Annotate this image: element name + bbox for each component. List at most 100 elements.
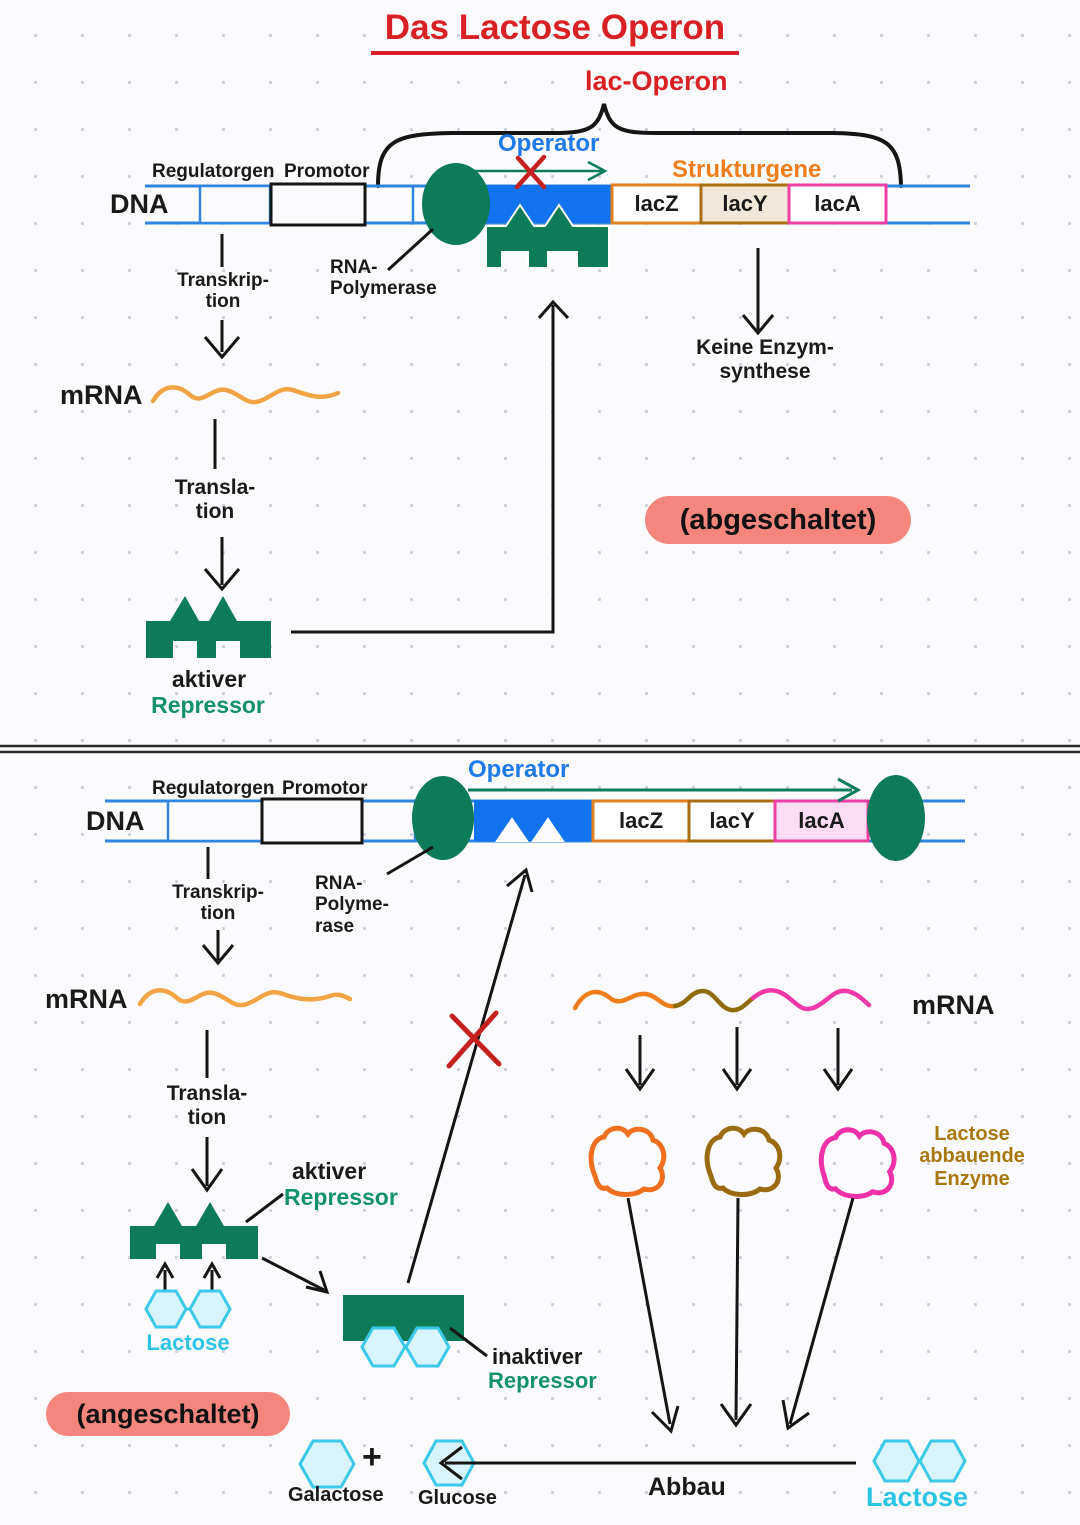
rna-polymerase-blob xyxy=(412,776,474,860)
operator-notch xyxy=(495,817,529,842)
state-badge-angeschaltet: (angeschaltet) xyxy=(46,1392,290,1436)
lactose-hexagon xyxy=(188,1289,232,1329)
lactose-bind-arrowhead xyxy=(202,1260,222,1279)
lactose-label: Lactose xyxy=(865,1482,969,1512)
lactose-label: Lactose xyxy=(146,1330,230,1355)
rna-polymerase-blob xyxy=(422,163,490,245)
promotor-box xyxy=(260,797,364,845)
rna-polymerase-pointer xyxy=(386,845,434,876)
promotor-label: Promotor xyxy=(282,778,368,799)
transkription-label: Transkrip- tion xyxy=(172,882,264,925)
lactose-hexagon xyxy=(918,1439,967,1483)
abbau-arrowhead xyxy=(781,1399,810,1431)
enzyme-translation-arrowhead xyxy=(822,1068,854,1092)
translation-arrowhead xyxy=(203,568,241,592)
enzyme-blob-brown xyxy=(707,1128,780,1194)
operator-notch xyxy=(531,817,565,842)
repressor-label: Repressor xyxy=(151,692,265,718)
repressor-inactivation-arrowhead xyxy=(305,1270,330,1295)
keine-enzymsynthese-label: Keine Enzym- synthese xyxy=(696,336,834,383)
abbau-arrowhead-left xyxy=(438,1445,463,1481)
aktiver-repressor-pointer xyxy=(245,1192,284,1224)
enzyme-blob-magenta xyxy=(819,1128,895,1198)
operator-arrowhead xyxy=(587,160,608,182)
mrna-wave xyxy=(137,988,353,1008)
active-repressor-shape xyxy=(146,596,271,658)
mrna-label: mRNA xyxy=(60,380,143,410)
plus-sign: + xyxy=(362,1438,382,1476)
laca-label: lacA xyxy=(798,808,845,833)
glucose-label: Glucose xyxy=(418,1487,497,1509)
repressor-inactivation-arrow xyxy=(261,1256,325,1292)
regulatorgen-box xyxy=(166,799,264,843)
no-binding-x xyxy=(449,1013,502,1067)
mrna-wave xyxy=(150,385,341,405)
abbau-arrowhead xyxy=(719,1403,753,1428)
galactose-label: Galactose xyxy=(288,1484,384,1506)
repressor-to-operator-arrow xyxy=(291,305,555,634)
enzyme-translation-arrowhead xyxy=(721,1068,753,1092)
regulatorgen-box xyxy=(198,184,272,225)
laca-label: lacA xyxy=(814,191,861,216)
dna-label: DNA xyxy=(86,806,145,836)
blocked-x xyxy=(515,155,547,190)
inaktiver-label: inaktiver xyxy=(492,1344,583,1369)
translation-label: Transla- tion xyxy=(166,1082,248,1129)
operator-label: Operator xyxy=(498,130,600,157)
promotor-label: Promotor xyxy=(284,161,370,182)
transkription-arrowhead xyxy=(201,944,235,966)
lactose-hexagon xyxy=(360,1326,407,1368)
dna-label: DNA xyxy=(110,189,169,219)
transkription-label: Transkrip- tion xyxy=(177,270,269,313)
aktiver-label: aktiver xyxy=(292,1158,367,1184)
inactive-repressor-shape xyxy=(343,1295,464,1341)
strukturgene-label: Strukturgene xyxy=(672,156,822,183)
repressor-label: Repressor xyxy=(284,1184,398,1210)
lactose-bind-arrowhead xyxy=(155,1260,175,1279)
no-binding-arrowhead xyxy=(506,867,534,893)
lacz-label: lacZ xyxy=(618,808,664,833)
abbau-arrow-long xyxy=(626,1197,672,1425)
lactose-hexagon xyxy=(404,1326,451,1368)
lac-operon-brace xyxy=(376,103,903,188)
rna-polymerase-label: RNA- Polymerase xyxy=(330,257,437,300)
lactose-enzyme-label: Lactose abbauende Enzyme xyxy=(919,1123,1025,1190)
enzyme-blob-orange xyxy=(591,1128,664,1194)
mrna-wave-laca xyxy=(750,988,872,1012)
glucose-hexagon xyxy=(422,1439,476,1487)
transkription-arrowhead xyxy=(203,336,241,360)
lacz-label: lacZ xyxy=(634,191,679,216)
lac-operon-label: lac-Operon xyxy=(585,66,728,96)
no-binding-arrow xyxy=(406,874,527,1284)
galactose-hexagon xyxy=(298,1439,356,1489)
enzyme-translation-arrowhead xyxy=(624,1068,656,1092)
no-synthesis-arrowhead xyxy=(741,314,775,336)
no-binding-x xyxy=(446,1010,499,1069)
mrna-wave-lacy xyxy=(672,988,756,1013)
abbau-arrowhead xyxy=(650,1405,680,1434)
mrna-wave-lacz xyxy=(572,989,678,1011)
regulatorgen-label: Regulatorgen xyxy=(152,161,275,182)
operator-arrowhead xyxy=(837,777,862,803)
translation-arrowhead xyxy=(190,1168,224,1193)
promotor-box xyxy=(269,182,367,227)
lacy-label: lacY xyxy=(722,191,768,216)
abbau-label: Abbau xyxy=(648,1473,726,1501)
inaktiver-repressor-pointer xyxy=(449,1326,488,1358)
lactose-hexagon xyxy=(144,1289,188,1329)
mrna-label-right: mRNA xyxy=(912,990,995,1020)
page-title-text: Das Lactose Operon xyxy=(370,8,740,56)
lactose-hexagon xyxy=(872,1439,921,1483)
state-badge-abgeschaltet: (abgeschaltet) xyxy=(645,496,911,544)
translation-label: Transla- tion xyxy=(174,476,256,523)
blocked-x xyxy=(514,154,547,190)
rna-polymerase-label: RNA- Polyme- rase xyxy=(315,873,389,937)
rna-polymerase-blob-moved xyxy=(867,775,925,861)
active-repressor-shape xyxy=(130,1202,258,1259)
lacy-label: lacY xyxy=(709,808,755,833)
repressor-to-operator-arrowhead xyxy=(537,299,570,320)
abbau-arrow-long xyxy=(788,1197,855,1425)
operator-box xyxy=(474,800,593,841)
repressor-label: Repressor xyxy=(488,1368,597,1393)
